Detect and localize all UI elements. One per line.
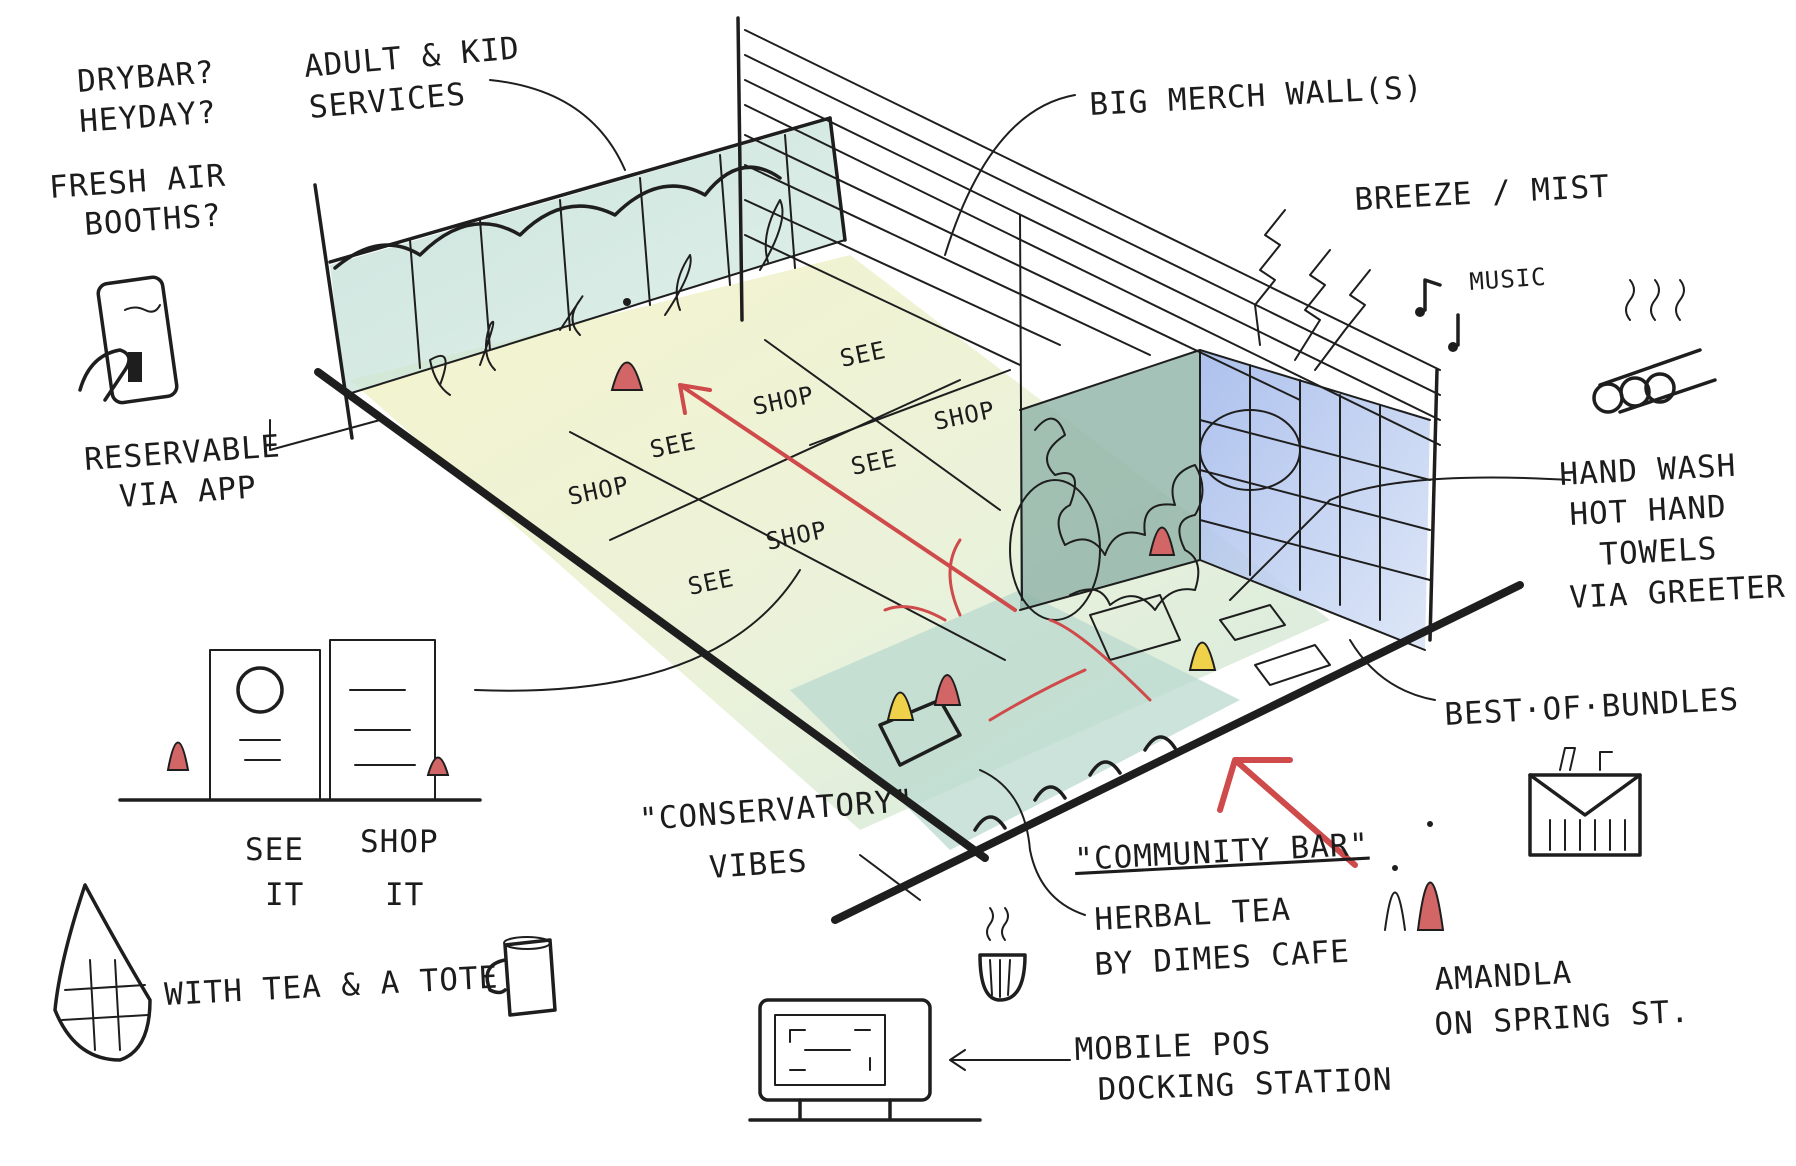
breeze-line xyxy=(1255,210,1285,345)
label-docking-station: DOCKING STATION xyxy=(1097,1062,1393,1108)
gift-box-icon xyxy=(1530,748,1640,855)
label-dimes-cafe: BY DIMES CAFE xyxy=(1094,934,1351,983)
figure-entrance xyxy=(1418,883,1443,931)
label-heyday: HEYDAY? xyxy=(78,94,218,140)
tote-bag-icon xyxy=(55,885,150,1060)
label-towels: TOWELS xyxy=(1599,531,1719,573)
label-community-bar: "COMMUNITY BAR" xyxy=(1074,827,1370,878)
phone-icon xyxy=(80,276,178,404)
label-spring-st: ON SPRING ST. xyxy=(1434,994,1691,1043)
towels-icon xyxy=(1594,280,1715,412)
label-vibes: VIBES xyxy=(708,843,809,886)
breeze-line xyxy=(1295,250,1330,360)
label-drybar: DRYBAR? xyxy=(76,54,216,100)
label-via-greeter: VIA GREETER xyxy=(1569,569,1787,616)
watercolor-washes xyxy=(330,120,1430,850)
label-services: SERVICES xyxy=(308,76,468,126)
mobile-pos-icon xyxy=(750,1000,980,1120)
leader-services xyxy=(490,80,625,170)
label-bundles: BEST·OF·BUNDLES xyxy=(1444,682,1740,733)
label-hot-hand: HOT HAND xyxy=(1569,489,1728,533)
figure-entrance xyxy=(1385,893,1405,931)
figure-head xyxy=(623,298,631,306)
label-booths: BOOTHS? xyxy=(83,197,223,243)
label-via-app: VIA APP xyxy=(118,469,258,515)
label-merch-wall: BIG MERCH WALL(S) xyxy=(1089,70,1425,123)
music-notes-icon xyxy=(1415,280,1458,352)
label-herbal-tea: HERBAL TEA xyxy=(1094,892,1292,938)
label-adult-kid: ADULT & KID xyxy=(303,30,522,85)
label-breeze-mist: BREEZE / MIST xyxy=(1354,169,1611,218)
label-hand-wash: HAND WASH xyxy=(1559,448,1738,493)
figure-head xyxy=(1427,821,1433,827)
tea-cup-icon xyxy=(980,908,1025,1000)
label-mobile-pos: MOBILE POS xyxy=(1074,1025,1272,1068)
label-it: IT xyxy=(265,877,304,913)
leader-reservable xyxy=(270,420,380,450)
label-tea-tote: WITH TEA & A TOTE xyxy=(164,960,500,1013)
label-music: MUSIC xyxy=(1468,263,1547,296)
arrow-pos xyxy=(950,1050,1070,1070)
label-shop: SHOP xyxy=(360,824,439,860)
label-conservatory: "CONSERVATORY" xyxy=(638,783,915,838)
label-see: SEE xyxy=(245,832,304,868)
label-amandla: AMANDLA xyxy=(1434,955,1573,998)
post-right xyxy=(1430,370,1437,640)
label-it: IT xyxy=(385,877,424,913)
see-shop-vignette xyxy=(120,640,480,800)
figure-head xyxy=(1392,865,1398,871)
